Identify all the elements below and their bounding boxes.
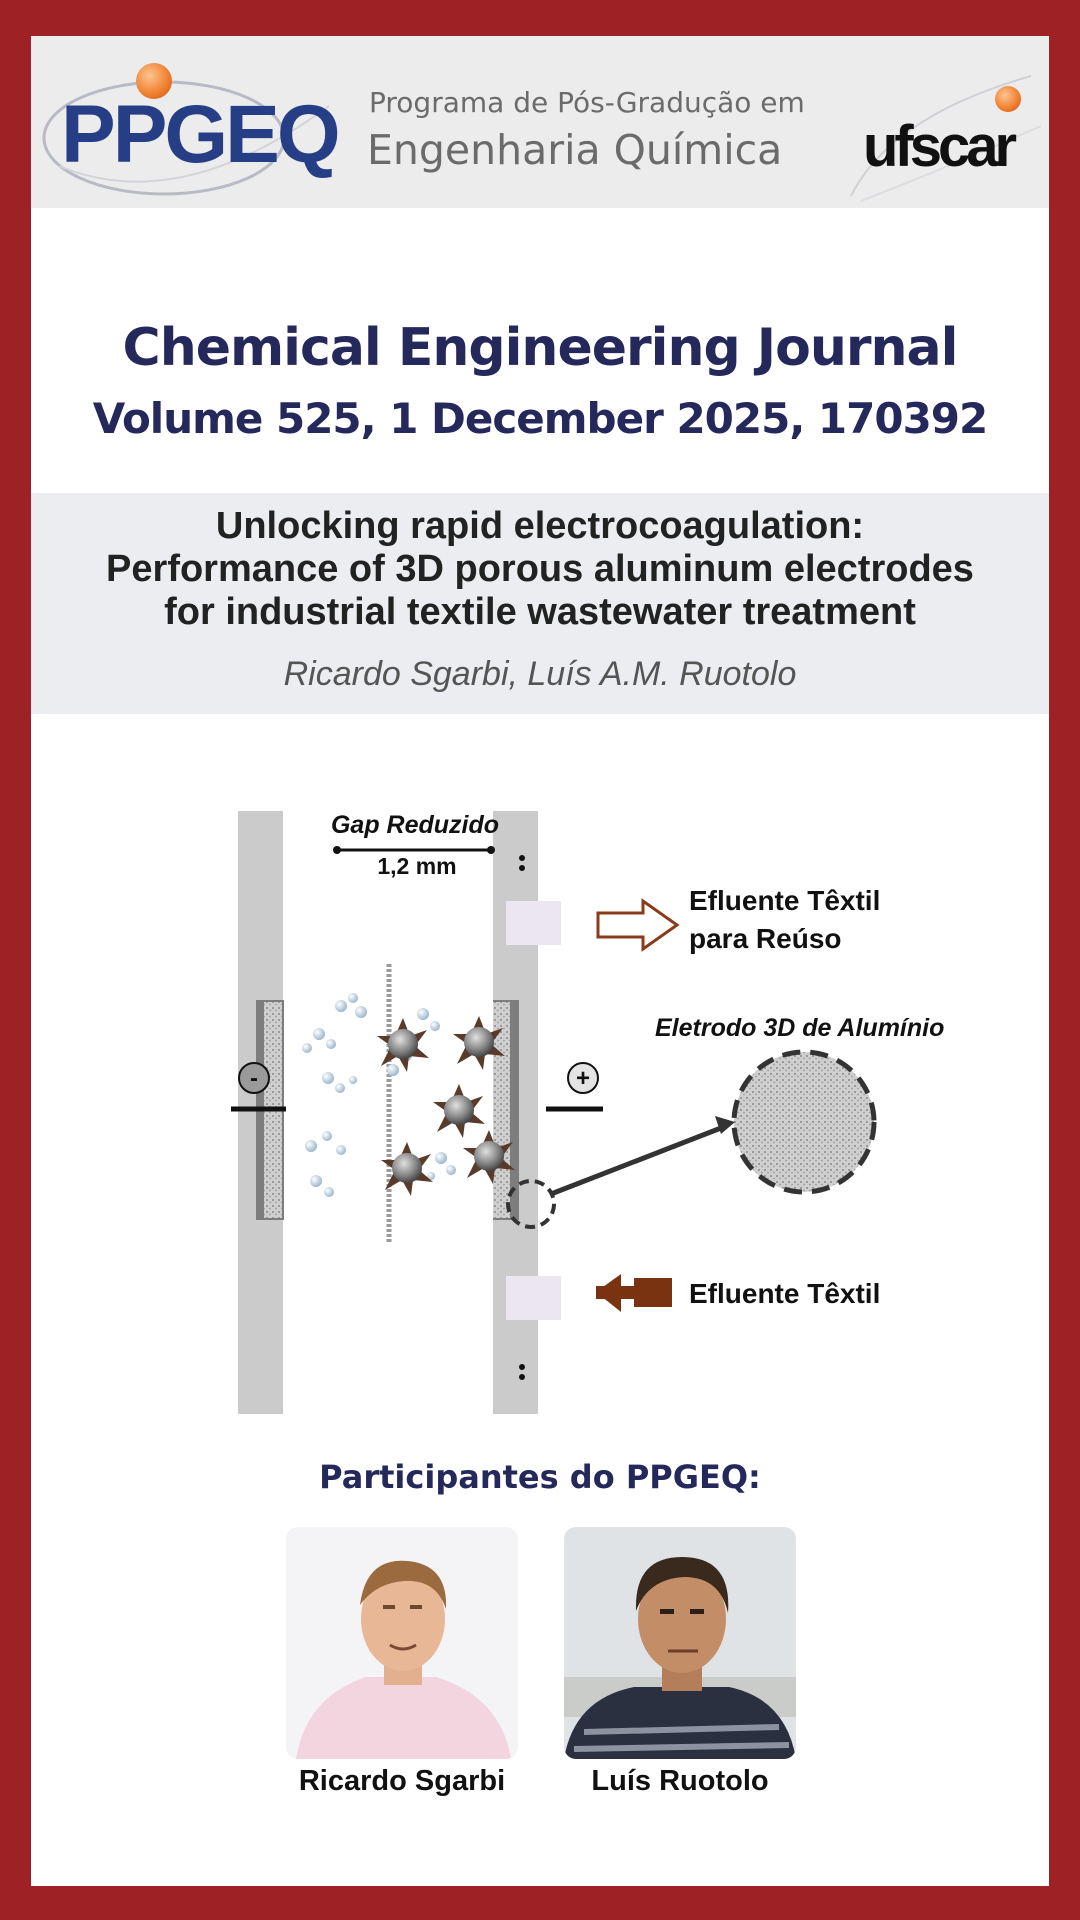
paper-title-band: Unlocking rapid electrocoagulation: Perf… — [31, 493, 1049, 714]
plus-sign: + — [576, 1065, 590, 1092]
journal-volume: Volume 525, 1 December 2025, 170392 — [92, 394, 989, 443]
plus-icon — [567, 1062, 599, 1094]
outlet-arrow-icon — [596, 898, 680, 952]
detail-dots-icon — [519, 865, 525, 871]
gap-label: Gap Reduzido — [331, 811, 499, 839]
program-name-line2: Engenharia Química — [367, 126, 783, 174]
participant-card: Luís Ruotolo — [564, 1527, 796, 1798]
outlet-label-line2: para Reúso — [689, 923, 842, 954]
participant-card: Ricardo Sgarbi — [286, 1527, 518, 1798]
inlet-label: Efluente Têxtil — [689, 1278, 880, 1309]
detail-dots-icon — [519, 1364, 525, 1370]
ufscar-logo-text: ufscar — [863, 114, 1017, 179]
gap-end-dot — [333, 846, 341, 854]
participant-name: Luís Ruotolo — [591, 1765, 769, 1797]
orange-sphere-icon — [136, 63, 172, 99]
electrode-label: Eletrodo 3D de Alumínio — [655, 1014, 944, 1042]
coagulant-flocs — [377, 1016, 515, 1196]
ppgeq-logo: PPGEQ — [39, 46, 369, 206]
outlet-port — [506, 901, 561, 945]
orange-sphere-icon — [995, 86, 1021, 112]
portrait-silhouette — [564, 1557, 796, 1759]
paper-authors: Ricardo Sgarbi, Luís A.M. Ruotolo — [283, 655, 797, 693]
minus-icon — [238, 1062, 270, 1094]
inlet-port — [506, 1276, 561, 1320]
header-banner: PPGEQ Programa de Pós-Gradução em Engenh… — [31, 36, 1049, 208]
electrocoagulation-diagram: Gap Reduzido 1,2 mm - + Efluente Têxtil … — [231, 811, 944, 1414]
inlet-arrowhead-icon — [596, 1274, 621, 1312]
person-photo-icon — [286, 1527, 518, 1759]
program-name-line1: Programa de Pós-Gradução em — [369, 86, 805, 119]
zoom-pointer-line — [550, 1125, 722, 1197]
ufscar-swoosh — [850, 75, 1042, 202]
electrode-zoom-circle — [731, 1049, 877, 1195]
paper-title-line: Unlocking rapid electrocoagulation: — [215, 505, 865, 547]
person-photo-icon — [564, 1527, 796, 1759]
inlet-arrow-icon — [596, 1278, 672, 1307]
paper-title: Unlocking rapid electrocoagulation: Perf… — [31, 505, 1049, 634]
paper-title-line: Performance of 3D porous aluminum electr… — [106, 548, 974, 590]
ufscar-logo: ufscar — [831, 56, 1046, 206]
participants-title: Participantes do PPGEQ: — [319, 1458, 761, 1496]
portrait-silhouette — [296, 1560, 511, 1759]
detail-dots-icon — [519, 855, 525, 861]
outlet-label-line1: Efluente Têxtil — [689, 885, 880, 916]
poster-card: PPGEQ Programa de Pós-Gradução em Engenh… — [31, 36, 1049, 1886]
electrode-highlight-circle — [506, 1179, 556, 1229]
paper-title-line: for industrial textile wastewater treatm… — [164, 591, 916, 633]
journal-title: Chemical Engineering Journal — [122, 318, 959, 378]
minus-sign: - — [250, 1065, 258, 1092]
gap-end-dot — [487, 846, 495, 854]
participant-name: Ricardo Sgarbi — [298, 1765, 506, 1797]
ppgeq-logo-text: PPGEQ — [61, 89, 341, 180]
detail-dots-icon — [519, 1374, 525, 1380]
gap-value: 1,2 mm — [377, 853, 456, 879]
zoom-arrowhead-icon — [715, 1116, 735, 1134]
